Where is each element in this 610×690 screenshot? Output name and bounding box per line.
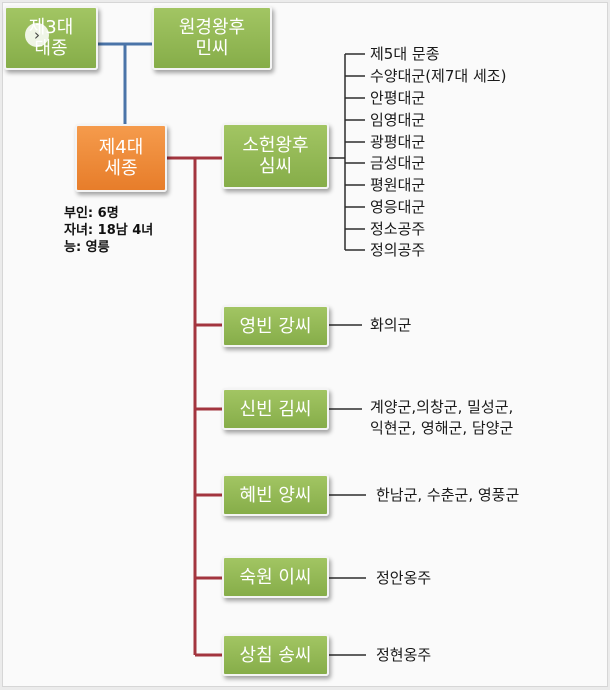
node-queen-soheon-label: 소헌왕후 심씨 — [242, 135, 309, 177]
node-sangchim-label: 상침 송씨 — [239, 644, 312, 666]
child-label: 평원대군 — [370, 176, 426, 194]
sinbin-children-label-1: 계양군,의창군, 밀성군, — [370, 398, 514, 416]
sejong-info-tomb: 능: 영릉 — [64, 240, 110, 255]
child-label: 영응대군 — [370, 198, 426, 216]
node-queen-wongyeong-label: 원경왕후 민씨 — [178, 17, 246, 59]
child-label: 광평대군 — [370, 133, 426, 151]
node-queen-soheon: 소헌왕후 심씨 — [222, 123, 329, 189]
child-label: 수양대군(제7대 세조) — [370, 67, 507, 85]
node-king4-label: 제4대 세종 — [98, 137, 144, 179]
node-sugwon: 숙원 이씨 — [222, 556, 329, 598]
node-sinbin: 신빈 김씨 — [222, 388, 329, 430]
node-hyebin: 혜빈 양씨 — [222, 474, 329, 516]
node-sugwon-label: 숙원 이씨 — [239, 566, 312, 588]
child-label: 제5대 문종 — [370, 45, 440, 63]
sangchim-child-label: 정현옹주 — [376, 646, 432, 664]
child-label: 정의공주 — [370, 241, 426, 259]
child-label: 금성대군 — [370, 154, 426, 172]
node-sangchim: 상침 송씨 — [222, 634, 329, 676]
node-queen-wongyeong: 원경왕후 민씨 — [152, 6, 272, 70]
node-king3-taejong: 제3대 태종 — [4, 6, 98, 70]
nav-button[interactable]: › — [25, 23, 49, 47]
node-yeongbin-label: 영빈 강씨 — [239, 315, 312, 337]
chevron-right-icon: › — [34, 26, 40, 44]
sejong-info-note: 부인: 6명 자녀: 18남 4녀 능: 영릉 — [64, 205, 153, 256]
child-label: 임영대군 — [370, 111, 426, 129]
node-king4-sejong: 제4대 세종 — [75, 124, 167, 192]
hyebin-children-label: 한남군, 수춘군, 영풍군 — [376, 486, 520, 504]
sejong-info-children: 자녀: 18남 4녀 — [64, 223, 154, 238]
child-label: 안평대군 — [370, 89, 426, 107]
sinbin-children-label-2: 익현군, 영해군, 담양군 — [370, 419, 514, 437]
node-hyebin-label: 혜빈 양씨 — [239, 484, 312, 506]
yeongbin-child-label: 화의군 — [370, 316, 412, 334]
node-sinbin-label: 신빈 김씨 — [239, 398, 312, 420]
sugwon-child-label: 정안옹주 — [376, 569, 432, 587]
node-yeongbin: 영빈 강씨 — [222, 305, 329, 347]
sejong-info-spouses: 부인: 6명 — [64, 206, 119, 221]
child-label: 정소공주 — [370, 220, 426, 238]
